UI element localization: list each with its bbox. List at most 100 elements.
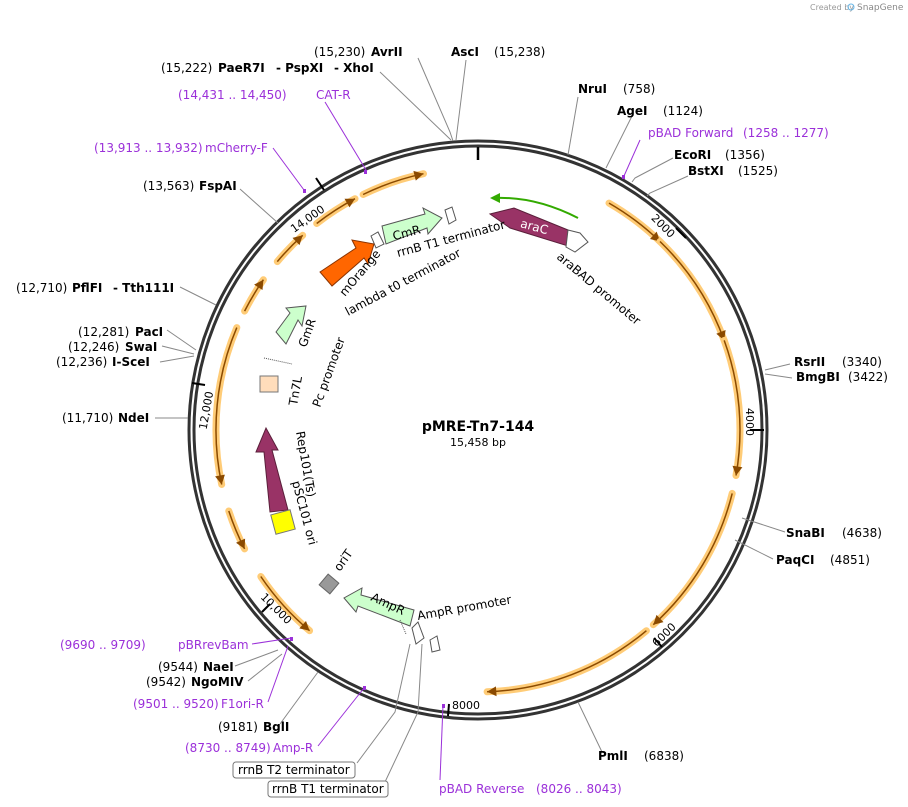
- orange-arc-arrowhead-6: [299, 621, 310, 631]
- marker-amp-r: [363, 686, 366, 690]
- marker-pbad-reverse: [442, 704, 445, 708]
- paci-name: PacI: [135, 325, 163, 339]
- leader-cat-r: [324, 101, 367, 171]
- rrnb-t1-box: [267, 780, 389, 798]
- ecori-name: EcoRI: [674, 148, 711, 162]
- pSC101-ori-box: [270, 509, 296, 535]
- marker-pbad-forward: [622, 175, 625, 179]
- snabi-pos: (4638): [842, 526, 882, 540]
- leader-mcherry-f: [272, 147, 305, 191]
- leader-naei: [234, 649, 279, 667]
- orange-arc-glow-2: [656, 238, 728, 344]
- orange-arc-glow-4: [649, 489, 736, 629]
- tick-2000-mark: [675, 227, 687, 239]
- orange-arc-3: [723, 340, 741, 476]
- credit-text: Created by: [810, 3, 854, 12]
- tick-8000-mark: [447, 703, 450, 717]
- leader-amp-r: [317, 687, 365, 747]
- leader-fspai: [239, 188, 279, 224]
- leader-pbad-reverse: [439, 704, 444, 781]
- ngomiv-name: NgoMIV: [191, 675, 244, 689]
- primer-markers: [290, 170, 625, 708]
- tick-12000-mark: [191, 382, 206, 386]
- bgli-name: BglI: [263, 720, 289, 734]
- leader-rsrii: [764, 363, 791, 371]
- leader-snabi: [741, 517, 786, 533]
- orange-arc-8: [215, 327, 238, 485]
- amp-r-range: (8730 .. 8749): [185, 741, 271, 755]
- tth111i-name: - Tth111I: [113, 281, 174, 295]
- GmR-arrow: [275, 305, 307, 345]
- tick-8000: 8000: [452, 699, 480, 712]
- primer-leaders: [251, 101, 641, 781]
- rrnB-T1-inner-arrow: [444, 206, 457, 225]
- leader-rrnb-t1: [384, 643, 423, 783]
- xhoi-name: - XhoI: [334, 61, 374, 75]
- orange-arc-glow-3: [720, 336, 744, 479]
- paer7i-pos: (15,222): [161, 61, 212, 75]
- fspai-name: FspAI: [199, 179, 237, 193]
- i-scei-name: I-SceI: [112, 355, 150, 369]
- marker-mcherry-f: [303, 189, 306, 193]
- ecori-pos: (1356): [725, 148, 765, 162]
- plasmid-title-block: pMRE-Tn7-144 15,458 bp: [422, 419, 535, 449]
- leader-bgli: [279, 671, 319, 725]
- cat-r-name: CAT-R: [316, 88, 351, 102]
- nrui-name: NruI: [578, 82, 607, 96]
- asci-name: AscI: [451, 45, 479, 59]
- AmpR-promoter-arrow: [411, 621, 425, 645]
- pbad-forward-range: (1258 .. 1277): [743, 126, 829, 140]
- orange-arc-arrowhead-8: [215, 474, 225, 485]
- pspxi-name: - PspXI: [276, 61, 323, 75]
- pbrrevbam-range: (9690 .. 9709): [60, 638, 146, 652]
- Pc-promoter-mark: [263, 357, 293, 365]
- primer-labels: (14,431 .. 14,450) CAT-R (13,913 .. 13,9…: [60, 88, 829, 796]
- naei-name: NaeI: [203, 660, 234, 674]
- orange-arc-arrowhead-11: [344, 198, 355, 208]
- agei-pos: (1124): [663, 104, 703, 118]
- rrnb-t2-box: [232, 761, 356, 779]
- bmgbi-name: BmgBI: [796, 370, 840, 384]
- rrnb-t1-label: rrnB T1 terminator: [272, 782, 384, 796]
- orange-arc-glow-5: [483, 627, 650, 696]
- rrnb-t2-label: rrnB T2 terminator: [238, 763, 350, 777]
- leader-asci: [455, 59, 467, 141]
- leader-ngomiv: [247, 653, 283, 682]
- pflfi-name: PflFI: [72, 281, 102, 295]
- orange-arc-arrowhead-0: [413, 170, 424, 181]
- bstxi-pos: (1525): [738, 164, 778, 178]
- rsrii-name: RsrII: [794, 355, 825, 369]
- pbrrevbam-name: pBRrevBam: [178, 638, 249, 652]
- leader-paqci: [734, 539, 774, 560]
- amp-r-name: Amp-R: [273, 741, 313, 755]
- leader-bstxi: [646, 175, 689, 197]
- green-feature-line: [493, 196, 579, 219]
- orange-arc-arrowhead-4: [653, 614, 664, 625]
- rrnB-terminator-small: [429, 635, 441, 653]
- orange-arc-arrowhead-7: [236, 538, 246, 549]
- AmpR-dotted: [399, 619, 407, 635]
- leader-nrui: [567, 96, 579, 156]
- agei-name: AgeI: [617, 104, 647, 118]
- leader-ecori: [631, 157, 674, 183]
- paqci-name: PaqCI: [776, 553, 814, 567]
- f1ori-r-range: (9501 .. 9520): [133, 697, 219, 711]
- ndei-name: NdeI: [118, 411, 149, 425]
- cat-r-range: (14,431 .. 14,450): [178, 88, 287, 102]
- leader-agei: [605, 115, 633, 169]
- f1ori-r-name: F1ori-R: [221, 697, 264, 711]
- ndei-pos: (11,710): [62, 411, 113, 425]
- mOrange-arrow: [319, 239, 375, 287]
- leader-f1ori-r: [267, 645, 289, 703]
- oriT-label: oriT: [331, 546, 356, 573]
- bmgbi-pos: (3422): [848, 370, 888, 384]
- marker-cat-r: [364, 170, 367, 174]
- mcherry-f-range: (13,913 .. 13,932): [94, 141, 203, 155]
- orange-arc-glow-8: [212, 324, 241, 488]
- leader-pmli: [577, 701, 603, 753]
- orange-arc-4: [652, 493, 733, 626]
- leader-swai: [161, 345, 195, 355]
- fspai-pos: (13,563): [143, 179, 194, 193]
- backbone-outer-strand: [187, 139, 769, 721]
- orange-arc-arrowhead-1: [650, 231, 660, 242]
